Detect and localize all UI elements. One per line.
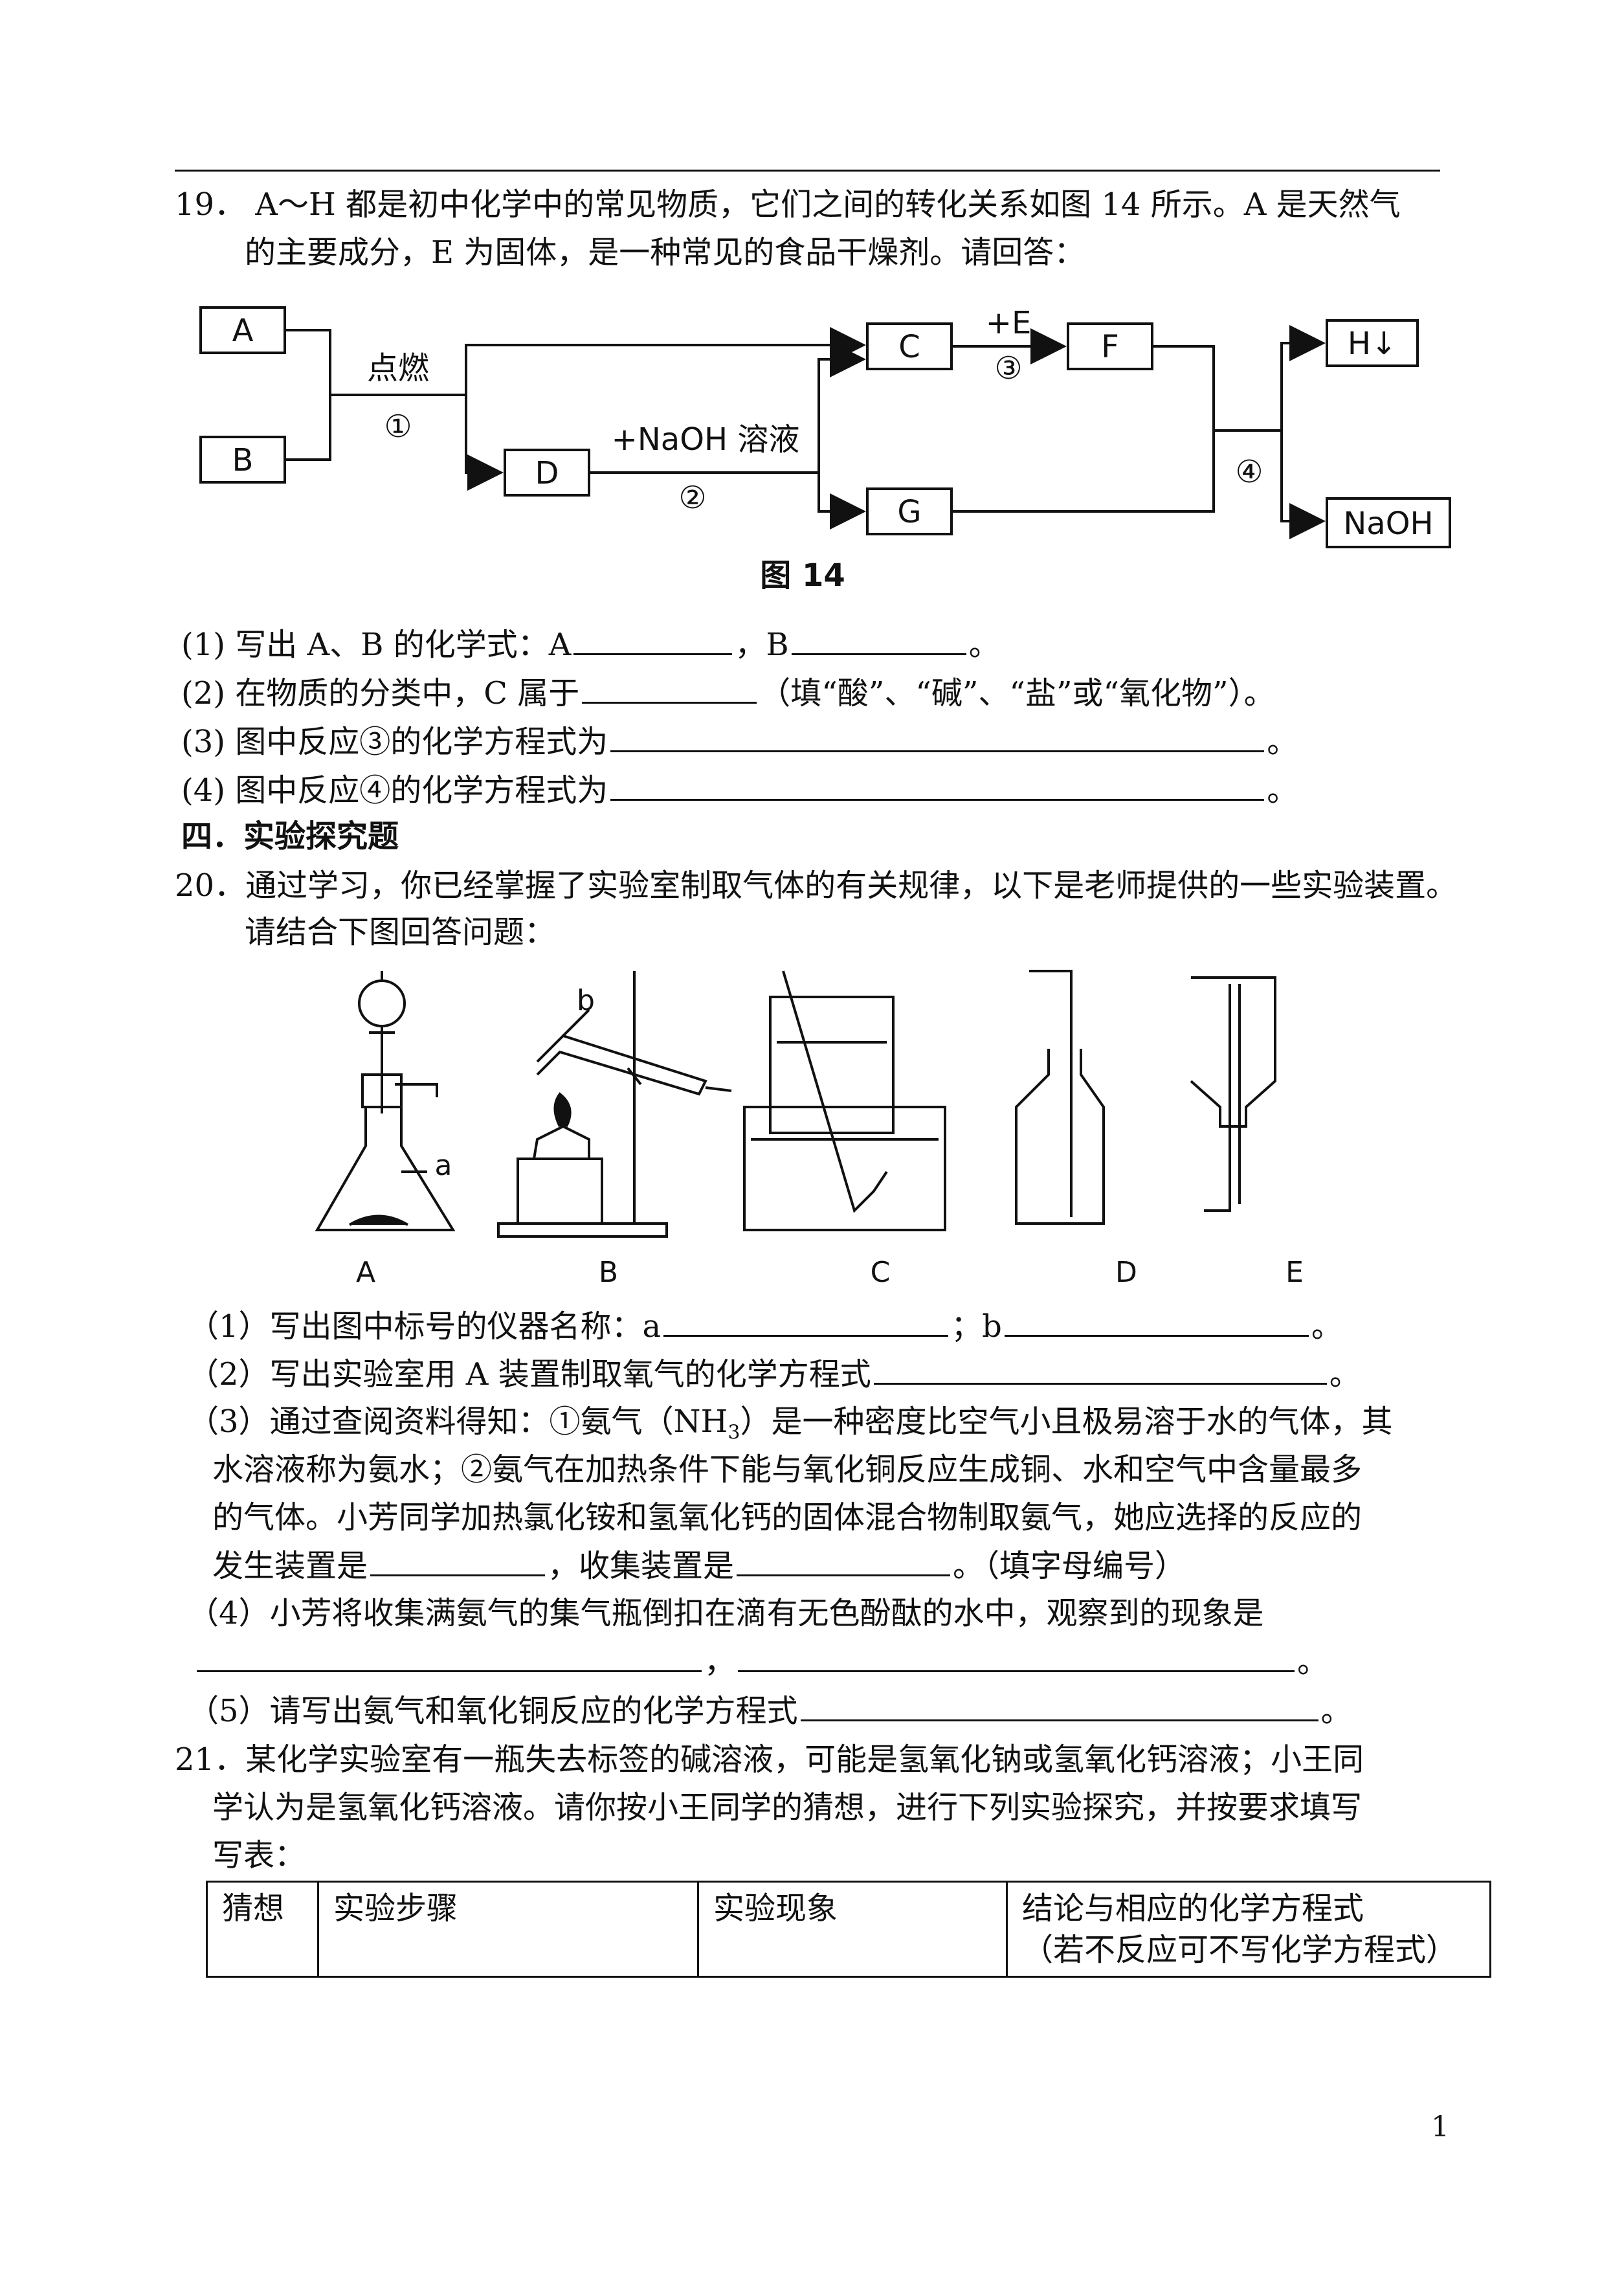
label-plus-e: +E bbox=[986, 305, 1032, 341]
header-phenomena: 实验现象 bbox=[697, 1881, 1008, 1978]
q20-part1: （1）写出图中标号的仪器名称：a；b。 bbox=[188, 1306, 1342, 1346]
top-rule bbox=[175, 170, 1440, 172]
label-step-1: ① bbox=[384, 408, 412, 445]
answer-blank[interactable] bbox=[737, 1546, 951, 1576]
apparatus-d-label: D bbox=[1115, 1256, 1137, 1289]
box-f-label: F bbox=[1101, 329, 1119, 365]
answer-blank[interactable] bbox=[800, 1691, 1318, 1721]
answer-blank[interactable] bbox=[197, 1642, 702, 1672]
answer-blank[interactable] bbox=[610, 722, 1265, 752]
apparatus-c bbox=[743, 970, 946, 1231]
q20-intro-line2: 请结合下图回答问题： bbox=[245, 914, 556, 950]
box-h-label: H↓ bbox=[1348, 326, 1397, 362]
box-b-label: B bbox=[232, 442, 254, 478]
box-h bbox=[1326, 319, 1419, 367]
q19-part3: (3) 图中反应③的化学方程式为。 bbox=[181, 722, 1298, 761]
label-step-3: ③ bbox=[994, 350, 1022, 386]
q19-intro-line2: 的主要成分，E 为固体，是一种常见的食品干燥剂。请回答： bbox=[245, 234, 1085, 271]
apparatus-c-label: C bbox=[871, 1256, 891, 1289]
answer-blank[interactable] bbox=[738, 1642, 1295, 1672]
q20-part3-line3: 的气体。小芳同学加热氯化铵和氢氧化钙的固体混合物制取氨气，她应选择的反应的 bbox=[212, 1499, 1363, 1536]
q21-intro-line3: 写表： bbox=[212, 1837, 306, 1874]
q20-part4-line1: （4）小芳将收集满氨气的集气瓶倒扣在滴有无色酚酞的水中，观察到的现象是 bbox=[188, 1595, 1264, 1631]
header-guess: 猜想 bbox=[206, 1881, 319, 1978]
answer-blank[interactable] bbox=[791, 625, 966, 655]
label-a: a bbox=[435, 1149, 452, 1182]
answer-blank[interactable] bbox=[873, 1354, 1327, 1385]
q21-intro-line2: 学认为是氢氧化钙溶液。请你按小王同学的猜想，进行下列实验探究，并按要求填写 bbox=[212, 1789, 1363, 1826]
label-step-2: ② bbox=[678, 480, 706, 516]
label-step-4: ④ bbox=[1235, 454, 1263, 490]
apparatus-e-label: E bbox=[1285, 1256, 1304, 1289]
header-conclusion: 结论与相应的化学方程式（若不反应可不写化学方程式） bbox=[1006, 1881, 1491, 1978]
q19-intro-line1: 19． A～H 都是初中化学中的常见物质，它们之间的转化关系如图 14 所示。A… bbox=[175, 186, 1401, 223]
apparatus-d bbox=[1015, 970, 1105, 1225]
q20-part5: （5）请写出氨气和氧化铜反应的化学方程式。 bbox=[188, 1691, 1352, 1730]
q19-part4: (4) 图中反应④的化学方程式为。 bbox=[181, 770, 1298, 810]
box-g-label: G bbox=[897, 494, 921, 530]
table-row: 猜想 实验步骤 实验现象 结论与相应的化学方程式（若不反应可不写化学方程式） bbox=[206, 1881, 1491, 1978]
box-d-label: D bbox=[535, 455, 559, 491]
q20-part3-line1: （3）通过查阅资料得知：①氨气（NH3）是一种密度比空气小且极易溶于水的气体，其 bbox=[188, 1404, 1393, 1444]
section-4-title: 四．实验探究题 bbox=[181, 818, 399, 855]
box-c-label: C bbox=[898, 329, 920, 365]
lab-apparatus-figure: a b A B C D E bbox=[315, 970, 1304, 1289]
apparatus-a bbox=[315, 971, 456, 1231]
header-steps: 实验步骤 bbox=[317, 1881, 699, 1978]
answer-blank[interactable] bbox=[663, 1306, 949, 1337]
page-number: 1 bbox=[1431, 2110, 1449, 2143]
q21-table: 猜想 实验步骤 实验现象 结论与相应的化学方程式（若不反应可不写化学方程式） bbox=[206, 1881, 1491, 1978]
answer-blank[interactable] bbox=[370, 1546, 546, 1576]
apparatus-b-label: B bbox=[599, 1256, 618, 1289]
answer-blank[interactable] bbox=[610, 770, 1265, 801]
answer-blank[interactable] bbox=[582, 673, 757, 704]
apparatus-a-label: A bbox=[356, 1256, 375, 1289]
label-b: b bbox=[577, 984, 595, 1017]
q20-part2: （2）写出实验室用 A 装置制取氧气的化学方程式。 bbox=[188, 1354, 1361, 1394]
figure-14-caption: 图 14 bbox=[760, 557, 845, 594]
apparatus-b bbox=[497, 971, 732, 1238]
q20-intro-line1: 20．通过学习，你已经掌握了实验室制取气体的有关规律，以下是老师提供的一些实验装… bbox=[175, 867, 1458, 904]
answer-blank[interactable] bbox=[1004, 1306, 1309, 1337]
q19-part1: (1) 写出 A、B 的化学式：A，B。 bbox=[181, 625, 1000, 664]
q20-part3-line2: 水溶液称为氨水；②氨气在加热条件下能与氧化铜反应生成铜、水和空气中含量最多 bbox=[212, 1451, 1363, 1488]
box-a-label: A bbox=[232, 313, 254, 349]
q20-part4-line2: ，。 bbox=[194, 1642, 1328, 1681]
q19-part2: (2) 在物质的分类中，C 属于（填“酸”、“碱”、“盐”或“氧化物”）。 bbox=[181, 673, 1275, 713]
label-ignite: 点燃 bbox=[367, 350, 429, 386]
box-naoh bbox=[1326, 497, 1451, 548]
apparatus-e bbox=[1190, 976, 1276, 1212]
figure-14-diagram: A B D C F G H↓ NaOH 点燃 ① +NaOH 溶液 ② +E ③… bbox=[199, 305, 1451, 594]
answer-blank[interactable] bbox=[573, 625, 733, 655]
label-naoh-solution: +NaOH 溶液 bbox=[612, 421, 800, 458]
box-naoh-label: NaOH bbox=[1343, 506, 1433, 542]
q20-part3-line4: 发生装置是，收集装置是。（填字母编号） bbox=[212, 1546, 1186, 1585]
q21-intro-line1: 21．某化学实验室有一瓶失去标签的碱溶液，可能是氢氧化钠或氢氧化钙溶液；小王同 bbox=[175, 1741, 1364, 1778]
